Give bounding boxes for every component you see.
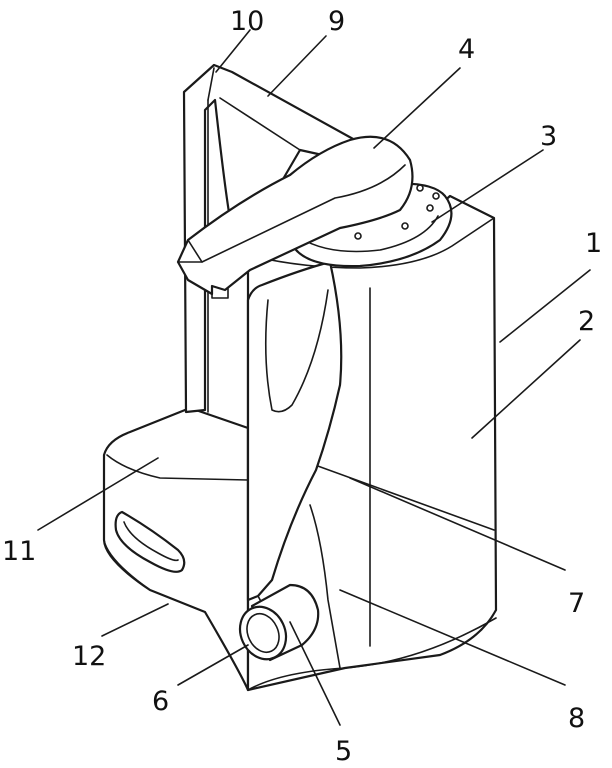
leader-12 [101,603,169,637]
leader-6 [177,644,249,686]
base-slot [114,510,186,573]
callout-8: 8 [568,703,585,734]
leader-2 [471,339,581,439]
leader-11 [37,457,159,531]
callout-12: 12 [72,641,106,672]
callout-numbers: 1 2 3 4 5 6 7 8 9 10 11 12 [2,6,602,767]
press-handle [176,135,414,299]
callout-10: 10 [230,6,264,37]
leader-3 [431,149,544,223]
callout-11: 11 [2,536,36,567]
callout-6: 6 [152,686,169,717]
leader-1 [499,269,591,343]
callout-1: 1 [585,228,602,259]
outlet-pipe [238,583,320,662]
leader-lines [37,29,591,726]
leader-9 [267,35,327,97]
callout-3: 3 [540,121,557,152]
callout-7: 7 [568,588,585,619]
callout-2: 2 [578,306,595,337]
callout-4: 4 [458,34,475,65]
leader-10 [215,29,251,73]
leader-5 [289,621,341,726]
callout-9: 9 [328,6,345,37]
leader-4 [373,67,461,149]
leader-7 [349,477,566,571]
callout-5: 5 [335,736,352,767]
leader-8 [339,589,566,686]
